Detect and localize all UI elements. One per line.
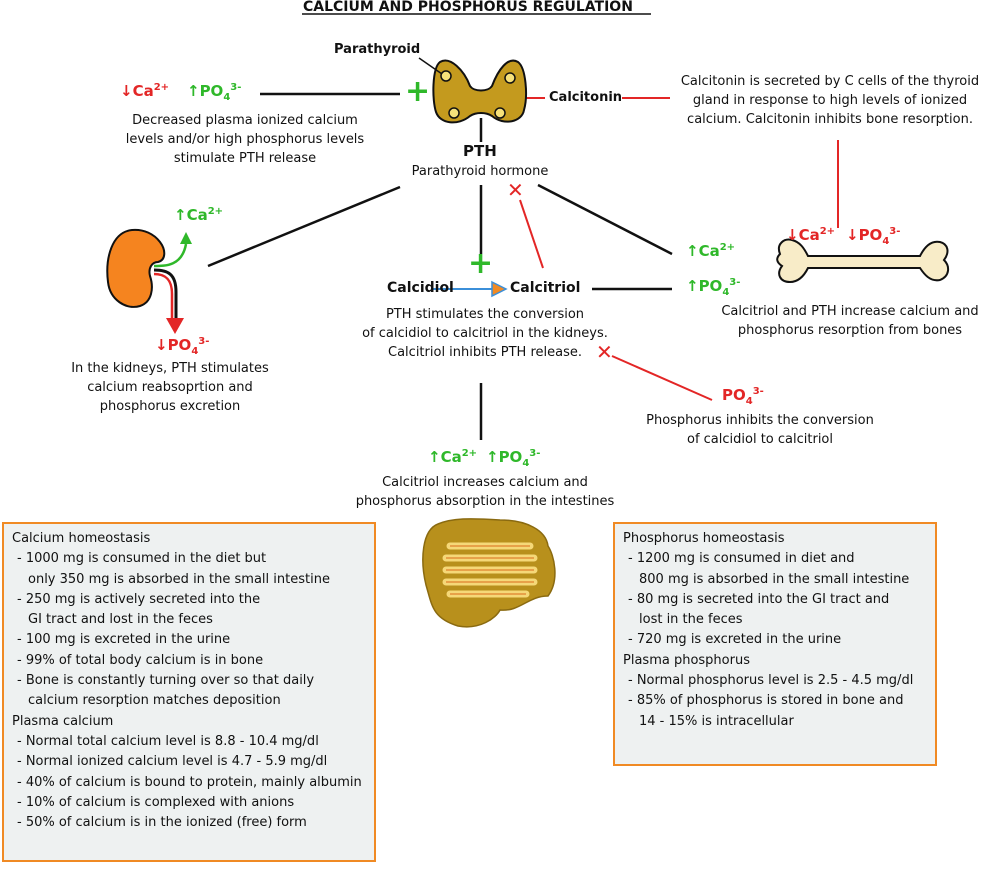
pth-conversion-plus-icon: + — [468, 246, 494, 281]
kidney-text-2: calcium reabsoprtion and — [87, 380, 253, 395]
box-line: calcium resorption matches deposition — [28, 693, 281, 709]
box-line: 800 mg is absorbed in the small intestin… — [639, 571, 910, 587]
phosphorus-inhibit-cross-icon: ✕ — [596, 340, 613, 364]
stimulus-ca: ↓Ca2+ — [120, 82, 170, 100]
box-line: - Normal total calcium level is 8.8 - 10… — [17, 733, 319, 749]
calcitriol-label: Calcitriol — [510, 280, 581, 296]
calcitonin-label: Calcitonin — [549, 90, 623, 105]
stimulus-plus-icon: + — [405, 74, 431, 109]
vitd-text-3: Calcitriol inhibits PTH release. — [388, 345, 582, 360]
calcitonin-ca: ↓Ca2+ — [786, 226, 836, 244]
box-line: - Normal phosphorus level is 2.5 - 4.5 m… — [628, 673, 914, 689]
kidney-text-3: phosphorus excretion — [99, 399, 241, 414]
box-line: Phosphorus homeostasis — [623, 531, 785, 546]
bone-text-2: phosphorus resorption from bones — [737, 323, 963, 338]
calcitonin-po: ↓PO43- — [846, 226, 901, 247]
kidney-po: ↓PO43- — [155, 336, 210, 357]
box-line: - 250 mg is actively secreted into the — [17, 591, 261, 607]
box-line: - 1200 mg is consumed in diet and — [628, 551, 855, 567]
calcitonin-text-2: gland in response to high levels of ioni… — [692, 93, 968, 108]
bone-po: ↑PO43- — [686, 277, 741, 298]
box-line: GI tract and lost in the feces — [28, 612, 213, 628]
intestine-text-2: phosphorus absorption in the intestines — [355, 494, 615, 509]
line-pth-kidney — [207, 185, 401, 268]
box-line: - 99% of total body calcium is in bone — [17, 652, 264, 668]
vitd-text-1: PTH stimulates the conversion — [385, 307, 585, 322]
line-calcitriol-pth-inhibit — [519, 199, 544, 269]
box-line: - Bone is constantly turning over so tha… — [17, 673, 315, 689]
line-phosphorus-inhibit — [611, 355, 713, 401]
kidney-text-1: In the kidneys, PTH stimulates — [71, 361, 269, 376]
intestine-icon — [422, 518, 556, 628]
stimulus-po: ↑PO43- — [187, 82, 242, 103]
box-line: - 85% of phosphorus is stored in bone an… — [628, 693, 904, 709]
bone-icon — [776, 238, 950, 284]
intestine-ca: ↑Ca2+ — [428, 448, 478, 466]
conversion-arrow-icon — [432, 280, 508, 298]
calcitonin-text-3: calcium. Calcitonin inhibits bone resorp… — [687, 112, 973, 127]
box-line: - 50% of calcium is in the ionized (free… — [17, 815, 307, 831]
box-line: Calcium homeostasis — [12, 531, 151, 546]
calcitonin-text-1: Calcitonin is secreted by C cells of the… — [680, 74, 980, 89]
bone-ca: ↑Ca2+ — [686, 242, 736, 260]
intestine-po: ↑PO43- — [486, 448, 541, 469]
pth-full-label: Parathyroid hormone — [411, 164, 549, 179]
phosphorus-text-1: Phosphorus inhibits the conversion — [646, 413, 874, 428]
calcitriol-inhibit-cross-icon: ✕ — [507, 178, 524, 202]
phosphorus-po: PO43- — [722, 386, 764, 407]
stimulus-text-3: stimulate PTH release — [173, 151, 317, 166]
box-line: - 80 mg is secreted into the GI tract an… — [628, 591, 890, 607]
kidney-icon — [106, 228, 192, 334]
box-line: - 10% of calcium is complexed with anion… — [17, 794, 295, 810]
vitd-text-2: of calcidiol to calcitriol in the kidney… — [362, 326, 608, 341]
parathyroid-label: Parathyroid — [334, 42, 421, 57]
bone-text-1: Calcitriol and PTH increase calcium and — [721, 304, 979, 319]
intestine-text-1: Calcitriol increases calcium and — [382, 475, 588, 490]
box-line: 14 - 15% is intracellular — [639, 713, 794, 729]
box-line: Plasma calcium — [12, 713, 114, 729]
diagram-title: CALCIUM AND PHOSPHORUS REGULATION — [303, 0, 633, 15]
box-line: - Normal ionized calcium level is 4.7 - … — [17, 754, 328, 770]
box-line: only 350 mg is absorbed in the small int… — [28, 571, 330, 587]
phosphorus-text-2: of calcidiol to calcitriol — [687, 432, 833, 447]
kidney-ca: ↑Ca2+ — [174, 206, 224, 224]
box-line: lost in the feces — [639, 612, 743, 628]
pth-label: PTH — [463, 142, 497, 160]
box-line: Plasma phosphorus — [623, 652, 750, 668]
box-line: - 100 mg is excreted in the urine — [17, 632, 231, 648]
stimulus-text-1: Decreased plasma ionized calcium — [132, 113, 358, 128]
calcidiol-label: Calcidiol — [387, 280, 454, 296]
parathyroid-gland-icon — [418, 57, 527, 124]
phosphorus-homeostasis-box: Phosphorus homeostasis - 1200 mg is consu… — [613, 522, 937, 766]
box-line: - 1000 mg is consumed in the diet but — [17, 551, 267, 567]
calcium-homeostasis-box: Calcium homeostasis - 1000 mg is consumed… — [2, 522, 376, 862]
line-pth-bone — [537, 183, 673, 256]
stimulus-text-2: levels and/or high phosphorus levels — [125, 132, 365, 147]
box-line: - 720 mg is excreted in the urine — [628, 632, 842, 648]
box-line: - 40% of calcium is bound to protein, ma… — [17, 774, 362, 790]
